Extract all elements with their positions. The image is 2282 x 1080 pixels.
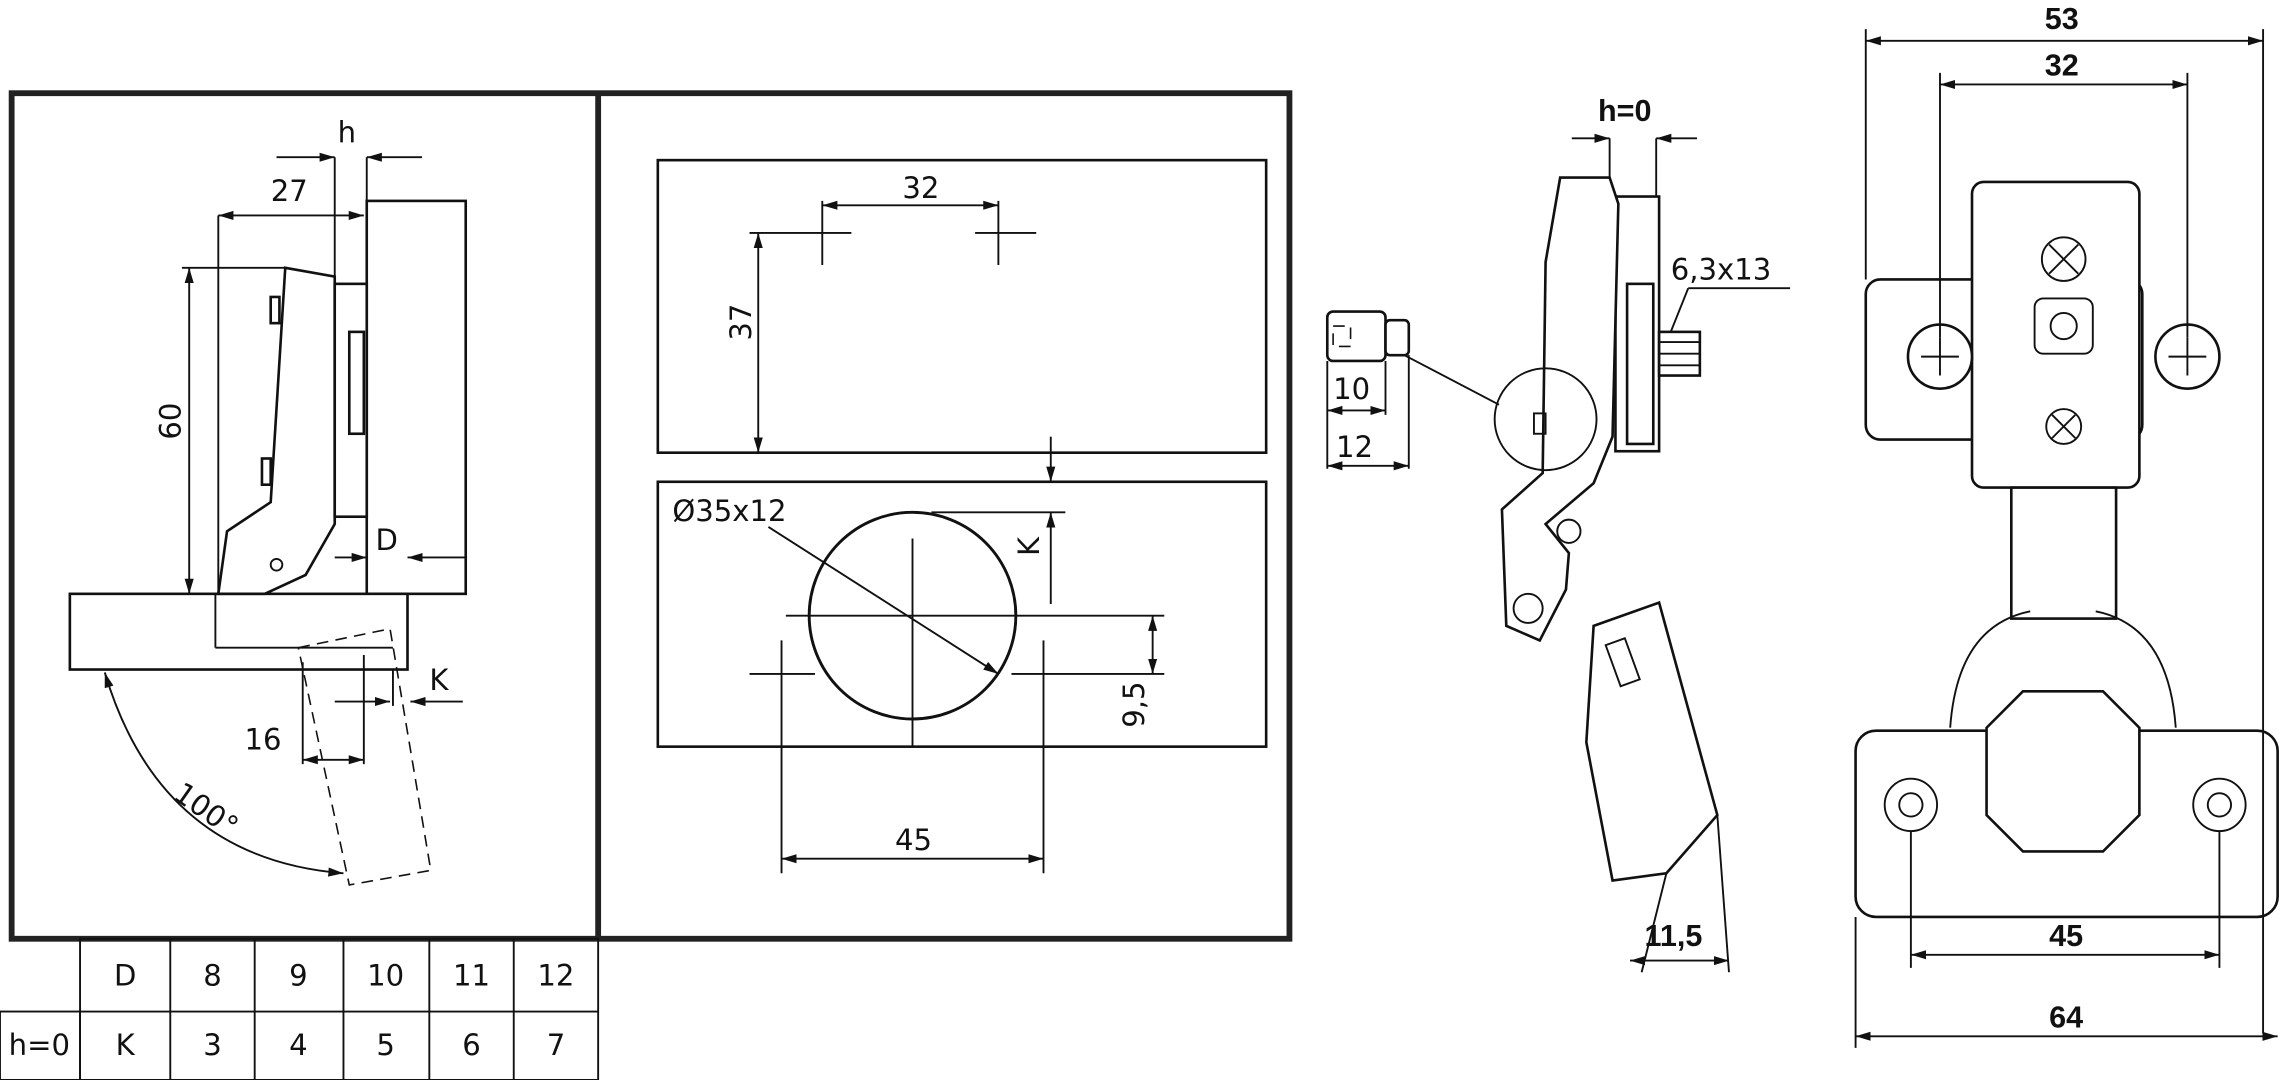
k-label: K: [429, 663, 449, 697]
h0-label: h=0: [1598, 94, 1652, 128]
dim-12: 12: [1336, 430, 1373, 464]
table-cell: 7: [547, 1028, 566, 1062]
dim-11-5: 11,5: [1645, 919, 1703, 953]
k-label-drill: K: [1012, 536, 1046, 556]
dim-45-front: 45: [2049, 919, 2083, 953]
dim-32-front: 32: [2045, 49, 2079, 83]
door-panel: [68, 592, 409, 671]
hinge-cup: [1985, 690, 2141, 853]
dim-53: 53: [2045, 2, 2079, 36]
h-label: h: [338, 116, 356, 150]
table-cell: 5: [376, 1028, 395, 1062]
dim-60: 60: [153, 403, 187, 440]
angle-100: 100°: [168, 775, 245, 843]
dim-64: 64: [2049, 1001, 2083, 1035]
table-cell: 11: [453, 958, 490, 992]
dim-37: 37: [724, 304, 758, 341]
dim-9-5: 9,5: [1117, 681, 1151, 727]
drawing-frame: [8, 90, 1293, 942]
dim-45: 45: [895, 823, 932, 857]
hinge-front-view: 53 32 45 64: [1854, 2, 2279, 1048]
cup-dimension: Ø35x12: [672, 494, 786, 528]
drilling-pattern-view: 32 37 Ø35x12 K 9,5 45: [656, 158, 1268, 874]
table-cell: 6: [462, 1028, 481, 1062]
table-cell: K: [116, 1028, 136, 1062]
dim-32: 32: [902, 171, 939, 205]
table-cell: h=0: [9, 1028, 70, 1062]
table-cell: D: [114, 958, 136, 992]
table-cell: 12: [537, 958, 574, 992]
d-label: D: [375, 523, 397, 557]
table-cell: 8: [203, 958, 222, 992]
d-k-table: D 8 9 10 11 12 h=0 K 3 4 5 6 7: [0, 937, 600, 1080]
dim-16: 16: [245, 723, 282, 757]
hinge-arm-side: [1500, 176, 1620, 643]
table-cell: 4: [289, 1028, 308, 1062]
dim-27: 27: [271, 174, 308, 208]
hinge-side-view: h=0 6,3x13 10 12 11,5: [1325, 94, 1791, 973]
dim-10: 10: [1333, 372, 1370, 406]
screw-detail: [1325, 310, 1411, 363]
table-cell: 10: [367, 958, 404, 992]
screw-size-label: 6,3x13: [1671, 252, 1772, 286]
installation-section-view: h 27 60 D K 16 100°: [68, 116, 468, 886]
table-cell: 3: [203, 1028, 222, 1062]
table-cell: 9: [289, 958, 308, 992]
